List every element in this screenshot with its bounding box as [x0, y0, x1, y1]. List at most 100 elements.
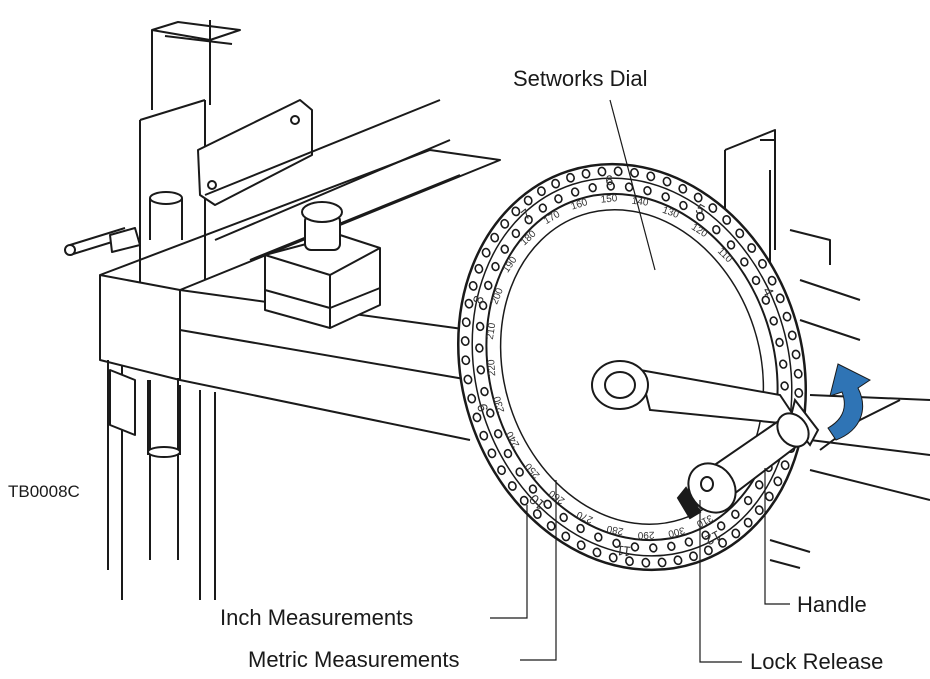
dial-hole [608, 552, 618, 563]
dial-hole [523, 195, 533, 206]
dial-hole [773, 476, 783, 487]
scale-hole [503, 448, 513, 459]
dial-hole [511, 206, 521, 217]
dial-hole [472, 412, 482, 423]
metric-scale-label: 300 [666, 524, 685, 539]
metric-scale-label: 290 [637, 529, 654, 541]
dial-hole [630, 167, 639, 178]
dial-hole [597, 166, 607, 177]
scale-hole [476, 365, 486, 375]
dial-hole [497, 465, 506, 476]
scale-hole [480, 386, 489, 397]
dial-hole [787, 330, 797, 341]
leader-lock-release [699, 500, 742, 663]
scale-hole [524, 215, 533, 225]
dial-hole [576, 540, 586, 551]
scale-hole [726, 240, 736, 250]
figure-id: TB0008C [8, 482, 80, 501]
scale-hole [475, 343, 484, 353]
dial-hole [646, 171, 656, 182]
scale-hole [761, 295, 771, 305]
dial-hole [500, 218, 510, 229]
dial-hole [747, 243, 757, 253]
inch-ring [471, 177, 793, 557]
scale-hole [649, 543, 658, 553]
dial-hole [461, 317, 471, 328]
scale-hole [679, 200, 688, 211]
scale-hole [740, 257, 749, 267]
dial-hole [479, 430, 489, 441]
scale-hole [559, 512, 568, 523]
dial-hole [532, 509, 542, 519]
scale-hole [716, 521, 726, 531]
dial-hole [722, 215, 732, 225]
dial-hole [519, 495, 529, 506]
scale-hole [775, 337, 784, 348]
dial-hub [591, 360, 820, 447]
metric-scale-label: 140 [631, 196, 649, 209]
inch-scale-label: 11 [615, 542, 632, 560]
metric-scale-label: 230 [492, 394, 507, 414]
scale-hole [630, 542, 640, 552]
dial-hole [561, 531, 571, 542]
scale-hole [484, 280, 493, 291]
scale-hole [554, 194, 563, 204]
dial-hole [467, 393, 477, 404]
outer-hole-ring [460, 166, 804, 568]
dial-hole [791, 349, 801, 360]
scale-hole [594, 532, 603, 542]
dial-hole [718, 537, 728, 548]
dial-hole [641, 557, 651, 568]
inch-scale-label: 12 [702, 527, 723, 548]
scale-hole [538, 203, 548, 213]
dial-hole [546, 521, 556, 531]
dial-hole [673, 555, 683, 566]
dial-hole [708, 203, 718, 213]
scale-hole [486, 408, 495, 418]
dial-hole [758, 258, 767, 269]
label-inch-measurements: Inch Measurements [220, 605, 413, 630]
dial-hole [703, 545, 713, 556]
label-setworks-dial: Setworks Dial [513, 66, 647, 91]
leader-metric-measurements [520, 480, 557, 661]
metric-ring-inner [499, 209, 765, 525]
dial-hole [780, 460, 790, 471]
dial-hole [536, 186, 546, 197]
scale-hole [493, 429, 503, 439]
metric-scale-label: 150 [600, 193, 618, 206]
leader-lines [490, 99, 790, 663]
scale-hole [780, 381, 789, 391]
scale-hole [588, 183, 597, 193]
dial-hole [581, 168, 591, 179]
scale-hole [475, 321, 485, 332]
metric-scale-label: 210 [485, 322, 499, 341]
dial-hole [735, 228, 745, 239]
dial-hole [463, 374, 473, 385]
dial-hole [743, 517, 753, 528]
leader-handle [764, 468, 790, 605]
scale-hole [701, 530, 710, 540]
dial-hole [481, 247, 491, 258]
dial-hole [474, 263, 484, 274]
scale-hole [528, 484, 538, 494]
label-lock-release: Lock Release [750, 649, 883, 674]
metric-scale-label: 130 [661, 205, 681, 221]
label-handle: Handle [797, 592, 867, 617]
scale-hole [491, 261, 500, 272]
metric-ring-outer [485, 192, 779, 542]
dial-hole [468, 281, 478, 291]
dial-hole [507, 481, 517, 491]
metric-scale-label: 160 [570, 197, 590, 213]
scale-hole [515, 467, 524, 477]
scale-hole [731, 509, 740, 519]
scale-hole [769, 316, 778, 326]
scale-hole [684, 537, 694, 547]
scale-hole [612, 538, 621, 548]
scale-hole [570, 187, 580, 197]
rotation-arrow-icon [827, 363, 871, 441]
dial-hole [782, 311, 792, 322]
dial-hole [794, 388, 804, 398]
machine-frame [64, 20, 930, 600]
